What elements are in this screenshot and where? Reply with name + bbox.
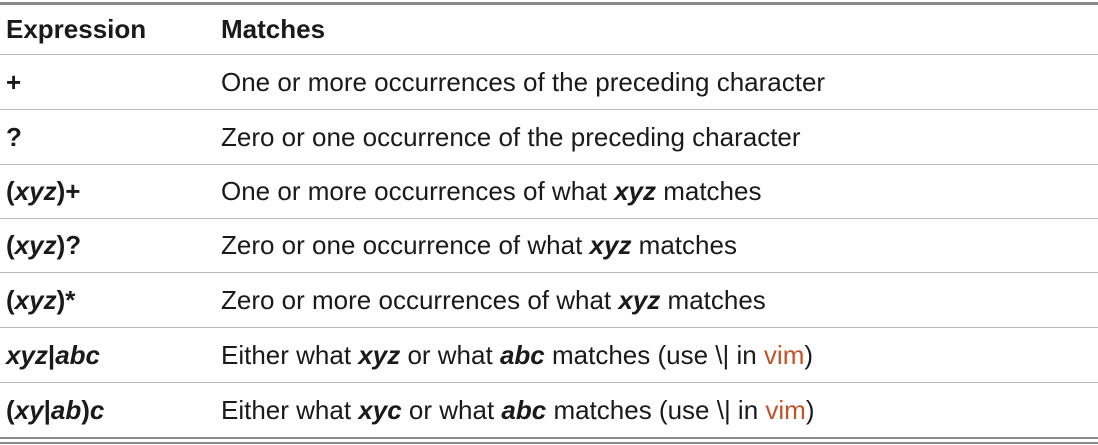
highlighted-text: vim	[765, 394, 806, 425]
bold-text: )+	[56, 176, 81, 206]
expression-text: xyz|abc	[6, 340, 100, 371]
expression-cell: (xyz)+	[6, 165, 80, 218]
matches-text: Zero or more occurrences of what xyz mat…	[221, 285, 766, 316]
expression-cell: xyz|abc	[6, 328, 100, 382]
expression-text: (xyz)*	[6, 285, 75, 316]
bold-italic-text: xyz	[6, 339, 48, 370]
bold-text: )	[81, 394, 90, 425]
plain-text: One or more occurrences of what	[221, 176, 615, 206]
plain-text: Zero or more occurrences of what	[221, 284, 619, 315]
table-header-row: Expression Matches	[0, 5, 1098, 55]
plain-text: Either what	[221, 394, 359, 425]
plain-text: )	[804, 339, 814, 370]
expression-text: (xy|ab)c	[6, 395, 104, 426]
expression-cell: ?	[6, 110, 22, 164]
header-matches: Matches	[221, 14, 326, 44]
bold-italic-text: abc	[55, 339, 101, 370]
bold-italic-text: c	[89, 394, 105, 425]
matches-text: One or more occurrences of what xyz matc…	[221, 176, 761, 207]
bold-italic-text: ab	[50, 394, 82, 425]
expression-cell: +	[6, 55, 21, 109]
matches-text: Zero or one occurrence of what xyz match…	[221, 230, 737, 261]
plain-text: )	[805, 394, 815, 425]
matches-text: Either what xyz or what abc matches (use…	[221, 340, 813, 371]
bold-italic-text: abc	[499, 339, 545, 370]
matches-cell: One or more occurrences of what xyz matc…	[221, 165, 761, 218]
expression-text: (xyz)+	[6, 176, 80, 207]
bold-italic-text: xyz	[358, 339, 401, 370]
bold-text: (	[6, 230, 15, 260]
bold-text: )*	[56, 284, 76, 315]
bold-text: )?	[56, 230, 82, 260]
bold-text: +	[6, 66, 22, 97]
bold-italic-text: xyz	[14, 284, 57, 315]
bold-italic-text: xyz	[589, 230, 632, 260]
expression-cell: (xy|ab)c	[6, 383, 104, 437]
plain-text: Either what	[221, 339, 359, 370]
plain-text: matches (use \| in	[546, 394, 766, 425]
plain-text: or what	[401, 394, 502, 425]
plain-text: matches	[655, 176, 762, 206]
matches-text: One or more occurrences of the preceding…	[221, 67, 825, 98]
table-bottom-rule-double	[0, 442, 1098, 444]
table-row: + One or more occurrences of the precedi…	[0, 55, 1098, 110]
bold-text: (	[6, 284, 15, 315]
matches-cell: Zero or one occurrence of the preceding …	[221, 110, 801, 164]
matches-text: Either what xyc or what abc matches (use…	[221, 395, 815, 426]
bold-text: |	[43, 394, 51, 425]
expression-text: ?	[6, 122, 22, 153]
table-top-rule	[0, 2, 1098, 5]
table-row: (xyz)* Zero or more occurrences of what …	[0, 273, 1098, 328]
table-row: ? Zero or one occurrence of the precedin…	[0, 110, 1098, 165]
matches-cell: Either what xyz or what abc matches (use…	[221, 328, 813, 382]
expression-text: (xyz)?	[6, 230, 81, 261]
plain-text: Zero or one occurrence of the preceding …	[221, 121, 801, 152]
bold-text: |	[47, 339, 56, 370]
plain-text: or what	[400, 339, 500, 370]
bold-text: ?	[6, 121, 22, 152]
table-row: (xyz)? Zero or one occurrence of what xy…	[0, 219, 1098, 273]
matches-text: Zero or one occurrence of the preceding …	[221, 122, 801, 153]
bold-italic-text: xy	[14, 394, 44, 425]
plain-text: One or more occurrences of the preceding…	[221, 66, 826, 97]
bold-italic-text: xyz	[14, 176, 57, 206]
table-row: xyz|abc Either what xyz or what abc matc…	[0, 328, 1098, 383]
bold-italic-text: xyz	[618, 284, 661, 315]
plain-text: Zero or one occurrence of what	[221, 230, 590, 260]
bold-italic-text: abc	[501, 394, 547, 425]
header-expression: Expression	[6, 14, 147, 44]
plain-text: matches	[660, 284, 766, 315]
table-row: (xyz)+ One or more occurrences of what x…	[0, 165, 1098, 219]
plain-text: matches	[631, 230, 737, 260]
expression-cell: (xyz)?	[6, 219, 81, 272]
matches-cell: Either what xyc or what abc matches (use…	[221, 383, 815, 437]
table-bottom-rule	[0, 437, 1098, 439]
bold-italic-text: xyz	[614, 176, 656, 206]
table-row: (xy|ab)c Either what xyc or what abc mat…	[0, 383, 1098, 437]
bold-text: (	[6, 176, 15, 206]
matches-cell: Zero or more occurrences of what xyz mat…	[221, 273, 766, 327]
expression-text: +	[6, 67, 21, 98]
bold-text: (	[6, 394, 15, 425]
bold-italic-text: xyz	[14, 230, 57, 260]
matches-cell: One or more occurrences of the preceding…	[221, 55, 825, 109]
expression-cell: (xyz)*	[6, 273, 75, 327]
matches-cell: Zero or one occurrence of what xyz match…	[221, 219, 737, 272]
plain-text: matches (use \| in	[544, 339, 764, 370]
bold-italic-text: xyc	[358, 394, 402, 425]
highlighted-text: vim	[763, 339, 805, 370]
